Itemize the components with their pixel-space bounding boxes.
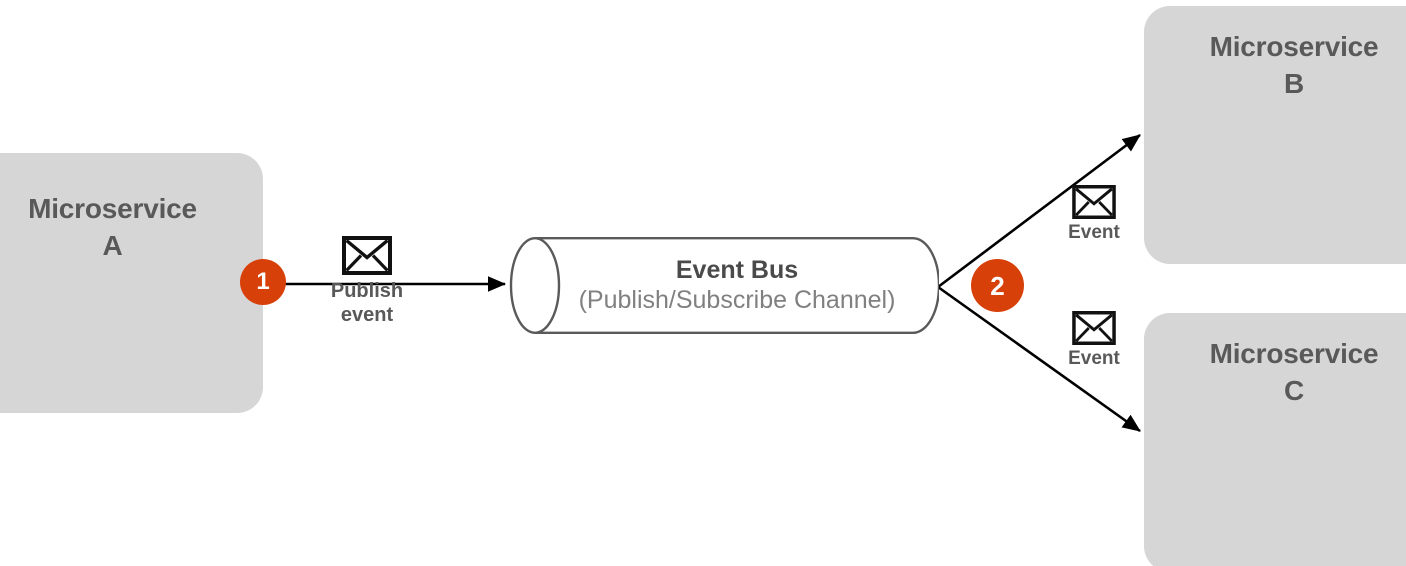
publish-event-label: Publish event — [330, 280, 404, 327]
microservice-a-label: Microservice A — [28, 193, 197, 261]
envelope-icon — [1072, 311, 1116, 345]
node-microservice-c[interactable]: Microservice C — [1144, 313, 1406, 566]
node-event-bus-shape[interactable] — [509, 236, 939, 335]
microservice-c-label: Microservice C — [1209, 338, 1379, 406]
microservice-b-label: Microservice B — [1209, 31, 1379, 99]
envelope-icon — [1072, 185, 1116, 219]
step-badge-1[interactable]: 1 — [240, 259, 286, 305]
node-microservice-a[interactable]: Microservice A — [0, 153, 263, 413]
step-badge-2[interactable]: 2 — [971, 259, 1024, 312]
node-microservice-b[interactable]: Microservice B — [1144, 6, 1406, 264]
arrow-bus-to-c — [937, 285, 1141, 433]
arrow-bus-to-b — [937, 133, 1141, 289]
envelope-icon — [342, 236, 392, 275]
publish-event-group: Publish event — [310, 236, 424, 328]
event-to-c-label: Event — [1068, 348, 1120, 369]
event-to-b-label: Event — [1068, 222, 1120, 243]
event-to-b-group: Event — [1054, 185, 1134, 244]
event-to-c-group: Event — [1054, 311, 1134, 370]
